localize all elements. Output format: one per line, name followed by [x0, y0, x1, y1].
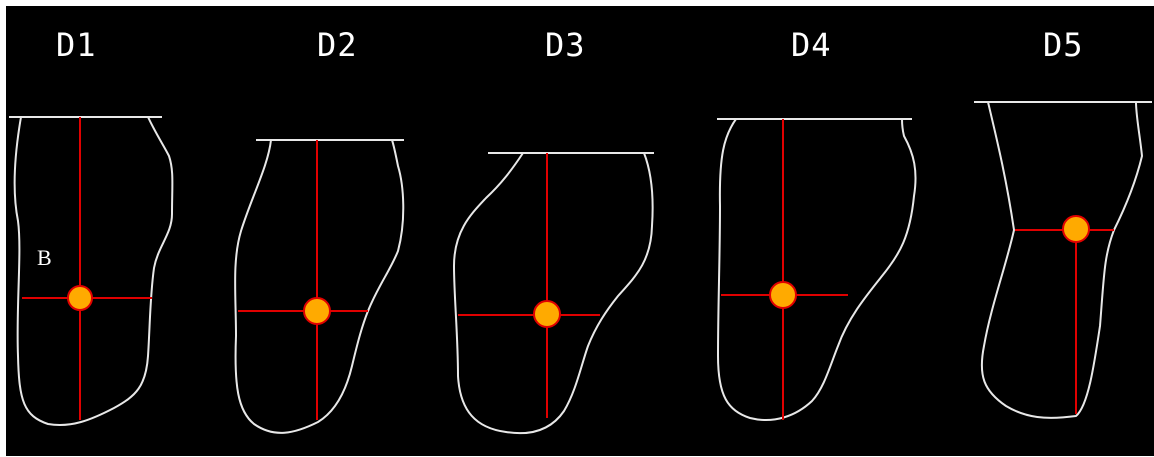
bone-outline — [453, 152, 654, 435]
bone-outline — [234, 139, 405, 434]
center-point — [1062, 215, 1090, 243]
figure-d1: D1 B — [9, 26, 174, 426]
figure-label-d1: D1 — [56, 26, 97, 64]
bone-density-diagram: D1 B D2 D3 D4 D5 — [9, 26, 1152, 435]
figure-label-d2: D2 — [317, 26, 358, 64]
center-point — [769, 281, 797, 309]
diagram-canvas: D1 B D2 D3 D4 D5 — [6, 6, 1154, 456]
figure-label-d4: D4 — [791, 26, 832, 64]
center-point — [303, 297, 331, 325]
figure-label-d3: D3 — [545, 26, 586, 64]
figure-label-d5: D5 — [1043, 26, 1084, 64]
figure-d4: D4 — [717, 26, 917, 422]
figure-d2: D2 — [234, 26, 405, 434]
figure-d5: D5 — [974, 26, 1152, 419]
center-point — [67, 285, 93, 311]
annotation-b: B — [37, 245, 52, 270]
bone-outline — [980, 101, 1143, 419]
figure-d3: D3 — [453, 26, 654, 435]
bone-outline — [717, 118, 917, 422]
center-point — [533, 300, 561, 328]
bone-outline — [13, 116, 174, 426]
